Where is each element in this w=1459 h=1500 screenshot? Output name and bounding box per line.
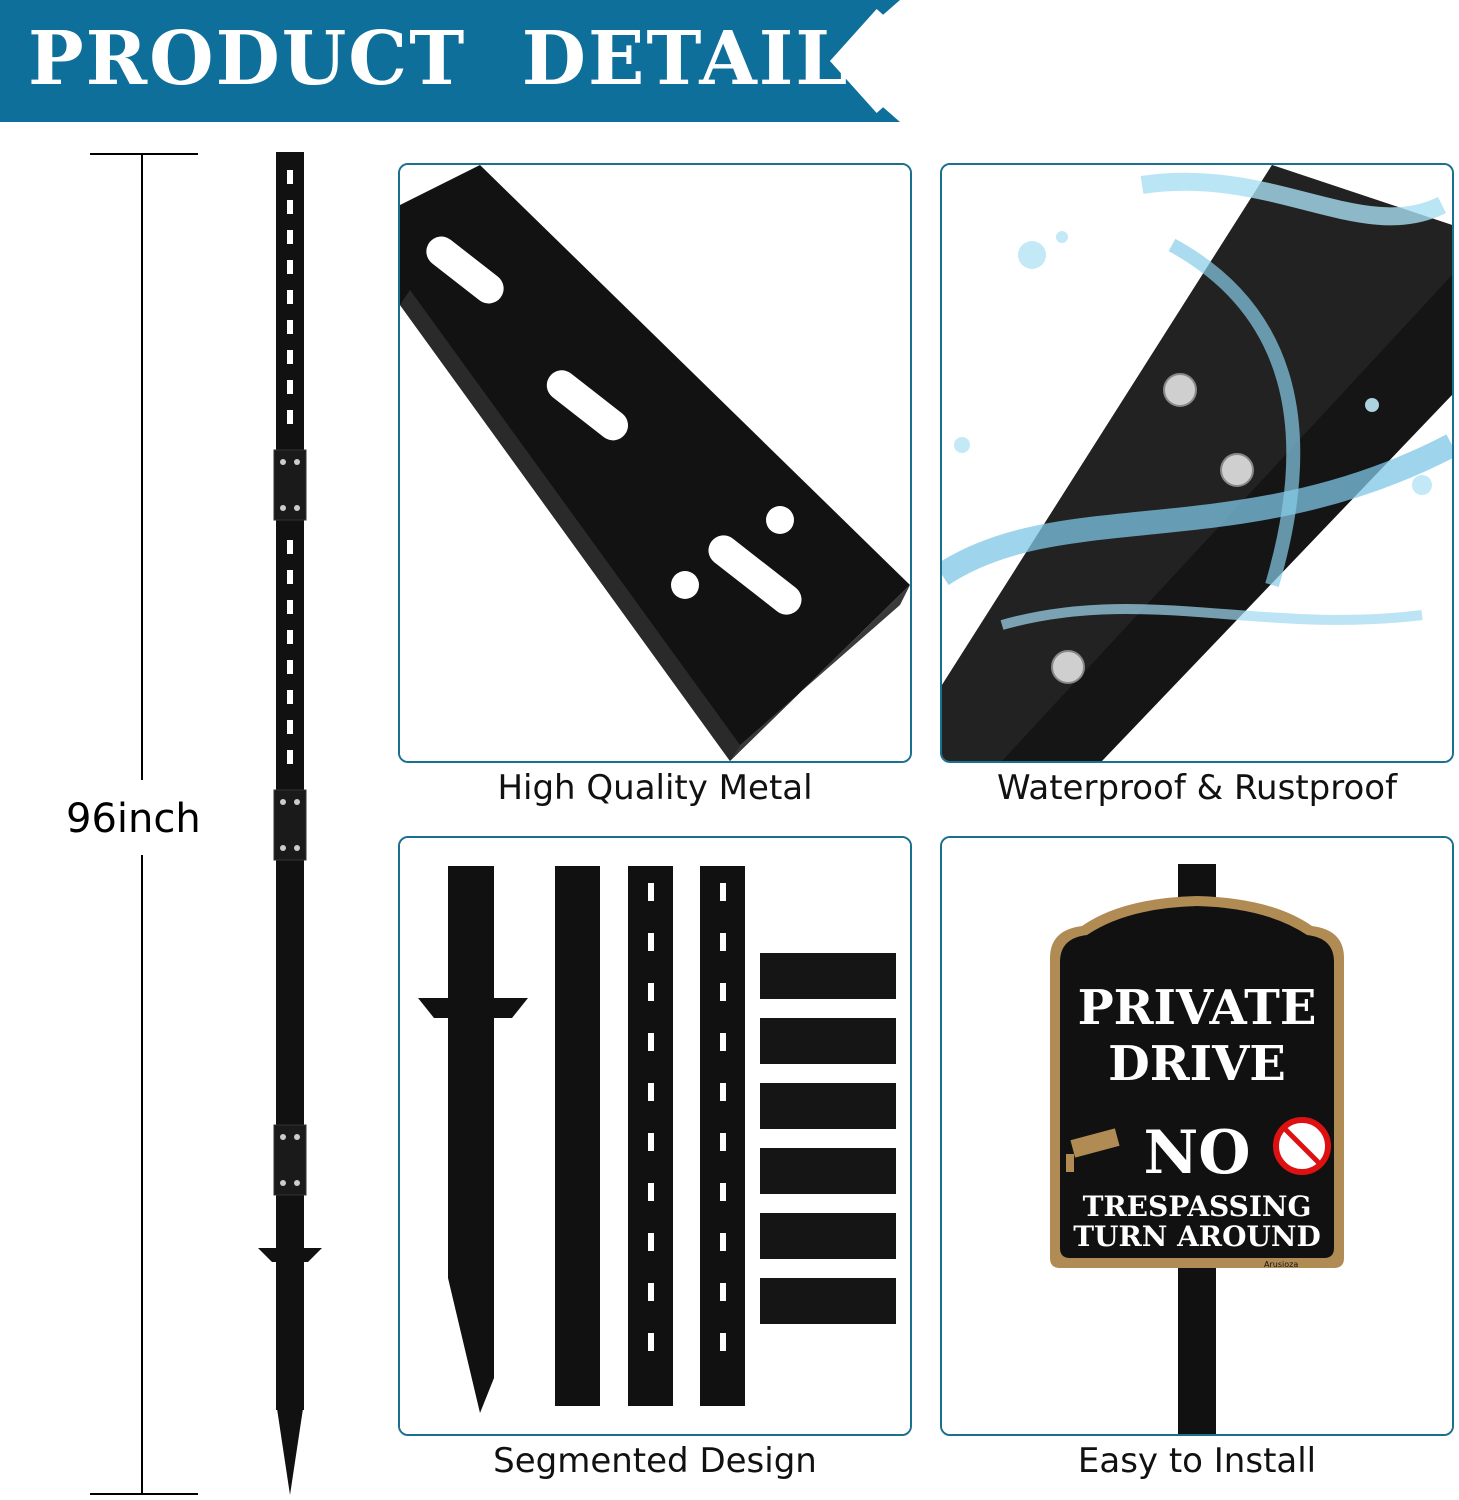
- security-camera-icon: [1066, 1128, 1120, 1172]
- full-post-image: [258, 152, 322, 1495]
- sign-line1: PRIVATE: [1077, 980, 1317, 1036]
- panel-metal: [398, 163, 912, 763]
- panel-waterproof: [940, 163, 1454, 763]
- metal-closeup-image: [400, 165, 910, 761]
- panel-install: PRIVATE DRIVE NO TRESPASSING TURN AROUND…: [940, 836, 1454, 1436]
- page-title: PRODUCT DETAILS: [28, 16, 905, 102]
- sign-line4: TRESPASSING: [1082, 1190, 1312, 1223]
- caption-waterproof: Waterproof & Rustproof: [996, 768, 1398, 808]
- header-banner: PRODUCT DETAILS: [0, 0, 903, 122]
- caption-segmented: Segmented Design: [493, 1441, 817, 1481]
- sign-brand: Arusioza: [1264, 1260, 1299, 1269]
- panel-segmented: [398, 836, 912, 1436]
- caption-metal: High Quality Metal: [497, 768, 813, 808]
- height-label: 96inch: [66, 796, 201, 842]
- no-u-turn-icon: [1273, 1117, 1331, 1175]
- banner-shape: [0, 0, 900, 122]
- caption-install: Easy to Install: [1077, 1441, 1317, 1481]
- waterproof-image: [942, 165, 1452, 761]
- segmented-parts-image: [400, 838, 910, 1434]
- dimension-line: [90, 153, 198, 1495]
- sign-line3: NO: [1143, 1118, 1251, 1188]
- sign-line2: DRIVE: [1108, 1036, 1286, 1092]
- installed-sign-image: [942, 838, 1452, 1434]
- sign-line5: TURN AROUND: [1073, 1220, 1321, 1253]
